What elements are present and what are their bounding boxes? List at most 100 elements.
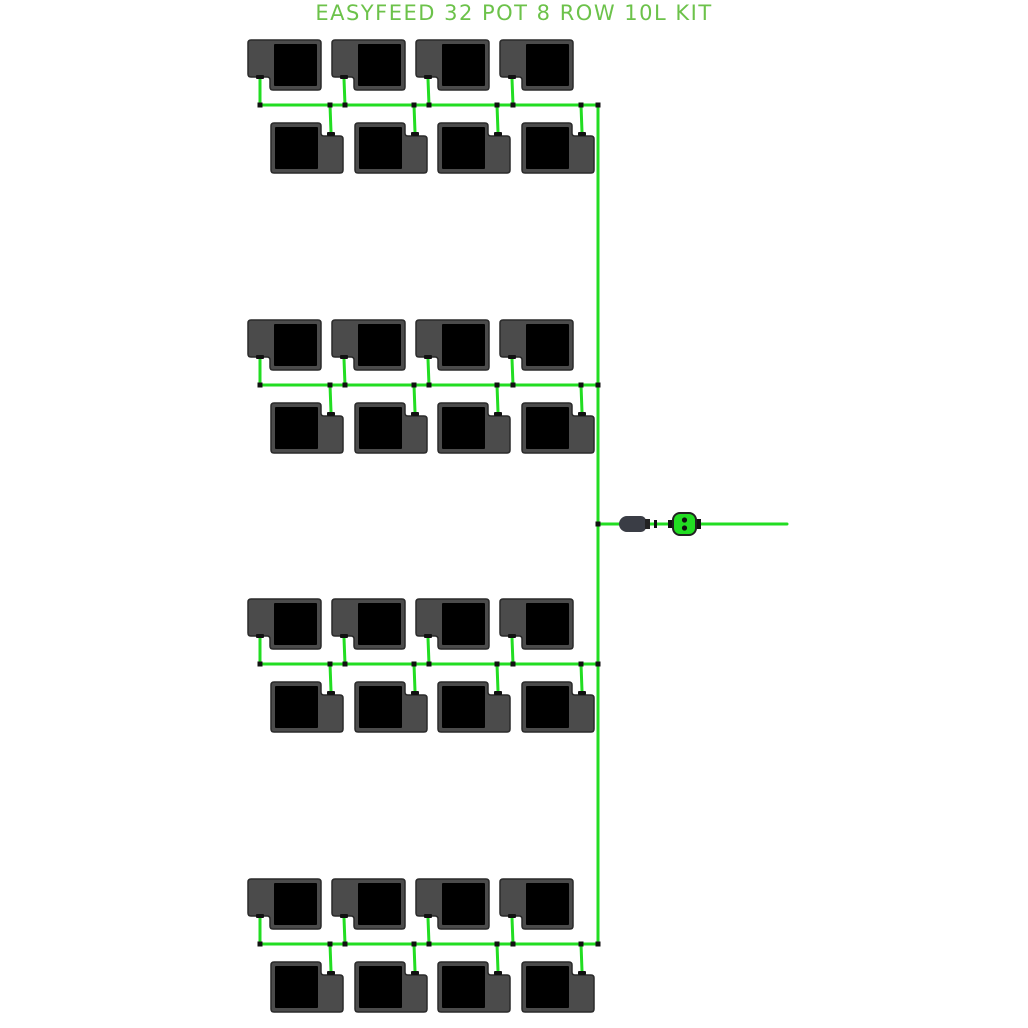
- pot-top-row: [499, 319, 574, 371]
- dripper-nozzle: [340, 75, 348, 79]
- dripper-nozzle: [578, 412, 586, 416]
- dripper-nozzle: [327, 691, 335, 695]
- pipe-joint: [342, 102, 348, 108]
- trunk-tee: [595, 941, 601, 947]
- pipe-joint: [257, 941, 263, 947]
- pipe-joint: [494, 382, 500, 388]
- pot-soil: [526, 324, 569, 366]
- pot-soil: [275, 407, 318, 449]
- pipe-network: [258, 77, 789, 973]
- dripper-nozzle: [578, 691, 586, 695]
- pot-soil: [358, 44, 401, 86]
- dripper-nozzle: [411, 132, 419, 136]
- dripper-nozzle: [327, 412, 335, 416]
- pot-top-row: [499, 878, 574, 930]
- dripper-nozzle: [327, 971, 335, 975]
- pipe-joint: [426, 661, 432, 667]
- dripper-nozzle: [424, 75, 432, 79]
- pot-top-row: [415, 39, 490, 91]
- dripper-nozzle: [256, 355, 264, 359]
- pot-bottom-row: [437, 122, 511, 174]
- pot-soil: [526, 966, 569, 1008]
- pot-soil: [526, 407, 569, 449]
- pot-soil: [442, 324, 485, 366]
- pot-array: [247, 39, 595, 1013]
- dripper-line: [328, 662, 333, 693]
- pot-soil: [274, 603, 317, 645]
- dripper-line: [426, 916, 431, 946]
- pot-top-row: [331, 598, 406, 650]
- dripper-line: [579, 103, 584, 134]
- pipe-joint: [411, 102, 417, 108]
- pipe-joint: [426, 941, 432, 947]
- pot-soil: [359, 127, 402, 169]
- dripper-line: [510, 77, 515, 107]
- pipe-joint: [257, 382, 263, 388]
- dripper-nozzle: [578, 132, 586, 136]
- pipe-joint: [510, 941, 516, 947]
- pot-soil: [358, 883, 401, 925]
- dripper-line: [342, 77, 347, 107]
- pot-soil: [526, 44, 569, 86]
- pot-top-row: [415, 319, 490, 371]
- pot-bottom-row: [521, 122, 595, 174]
- dripper-nozzle: [508, 914, 516, 918]
- dripper-nozzle: [256, 914, 264, 918]
- dripper-nozzle: [411, 412, 419, 416]
- pipe-joint: [257, 661, 263, 667]
- pipe-joint: [494, 941, 500, 947]
- pot-soil: [359, 966, 402, 1008]
- dripper-nozzle: [256, 75, 264, 79]
- pipe-joint: [494, 102, 500, 108]
- pot-soil: [526, 686, 569, 728]
- dripper-line: [579, 383, 584, 414]
- pot-bottom-row: [270, 122, 344, 174]
- pipe-joint: [342, 661, 348, 667]
- pot-soil: [275, 966, 318, 1008]
- pot-soil: [526, 603, 569, 645]
- dripper-line: [579, 662, 584, 693]
- pot-soil: [275, 686, 318, 728]
- dripper-line: [510, 357, 515, 387]
- pot-bottom-row: [354, 122, 428, 174]
- dripper-line: [426, 77, 431, 107]
- pot-soil: [442, 686, 485, 728]
- pipe-joint: [578, 102, 584, 108]
- pipe-joint: [327, 102, 333, 108]
- dripper-nozzle: [508, 75, 516, 79]
- pipe-joint: [494, 661, 500, 667]
- pipe-joint: [426, 102, 432, 108]
- pot-soil: [442, 44, 485, 86]
- pot-soil: [274, 883, 317, 925]
- pipe-joint: [510, 382, 516, 388]
- pot-top-row: [247, 878, 322, 930]
- pot-top-row: [247, 319, 322, 371]
- pipe-joint: [578, 941, 584, 947]
- pot-soil: [526, 883, 569, 925]
- pipe-joint: [510, 102, 516, 108]
- pot-soil: [442, 966, 485, 1008]
- dripper-nozzle: [494, 412, 502, 416]
- pipe-joint: [257, 102, 263, 108]
- inline-filter-icon: [619, 516, 657, 532]
- pipe-joint: [578, 661, 584, 667]
- pot-soil: [442, 127, 485, 169]
- tap-connector-icon: [668, 512, 701, 536]
- pot-top-row: [247, 598, 322, 650]
- pot-top-row: [499, 598, 574, 650]
- pipe-joint: [426, 382, 432, 388]
- pot-top-row: [415, 878, 490, 930]
- dripper-line: [412, 662, 417, 693]
- dripper-line: [342, 916, 347, 946]
- pot-bottom-row: [270, 961, 344, 1013]
- pot-top-row: [499, 39, 574, 91]
- pot-bottom-row: [437, 961, 511, 1013]
- pot-bottom-row: [270, 402, 344, 454]
- dripper-line: [510, 636, 515, 666]
- pot-soil: [358, 324, 401, 366]
- pot-soil: [274, 44, 317, 86]
- dripper-line: [510, 916, 515, 946]
- pipe-joint: [342, 941, 348, 947]
- pot-bottom-row: [437, 681, 511, 733]
